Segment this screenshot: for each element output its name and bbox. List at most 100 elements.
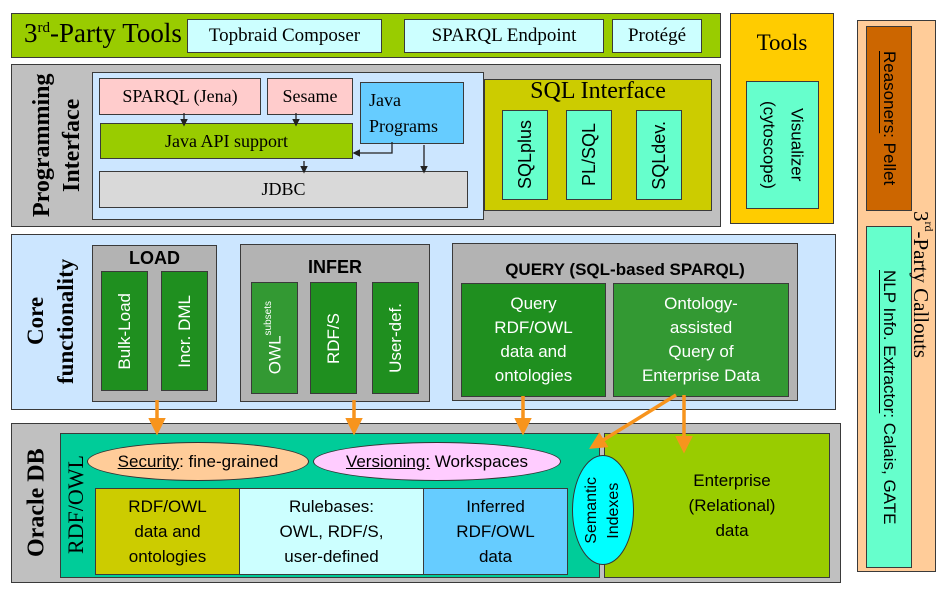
query-title: QUERY (SQL-based SPARQL) bbox=[505, 260, 745, 279]
security-label: Security bbox=[117, 451, 180, 471]
visualizer-line2: (cytoscope) bbox=[759, 101, 779, 189]
core-label-line1: Core bbox=[23, 296, 48, 346]
tool-topbraid-composer[interactable]: Topbraid Composer bbox=[187, 19, 382, 53]
callouts-title-prefix: 3 bbox=[909, 211, 933, 222]
e-l1: Enterprise bbox=[693, 471, 771, 490]
d-l3: ontologies bbox=[128, 547, 207, 566]
q2-l1: Ontology- bbox=[664, 294, 738, 313]
q1-l2: RDF/OWL bbox=[494, 318, 573, 337]
oracle-db-label: Oracle DB bbox=[23, 448, 50, 558]
plsql-box[interactable]: PL/SQL bbox=[566, 110, 612, 200]
tools-panel: Tools Visualizer (cytoscope) bbox=[730, 13, 834, 224]
load-title: LOAD bbox=[129, 248, 180, 268]
rdfs-box[interactable]: RDF/S bbox=[310, 282, 357, 394]
rdf-owl-data-box[interactable]: RDF/OWL data and ontologies bbox=[95, 488, 240, 575]
plsql-label: PL/SQL bbox=[578, 123, 599, 187]
rulebases-box[interactable]: Rulebases: OWL, RDF/S, user-defined bbox=[239, 488, 424, 575]
incr-dml-label: Incr. DML bbox=[174, 294, 194, 368]
sqlplus-box[interactable]: SQLplus bbox=[502, 110, 548, 200]
bulk-load-label: Bulk-Load bbox=[114, 292, 134, 370]
callouts-title: 3rd-Party Callouts bbox=[909, 211, 936, 359]
q1-l3: data and bbox=[500, 342, 567, 361]
q1-l4: ontologies bbox=[494, 366, 573, 385]
i-l1: Inferred bbox=[466, 497, 525, 516]
versioning-ellipse[interactable]: Versioning: Workspaces bbox=[313, 442, 561, 481]
nlp-value: : Calais, GATE bbox=[880, 413, 899, 525]
security-value: : fine-grained bbox=[179, 451, 279, 471]
si-line1: Semantic bbox=[583, 476, 600, 544]
enterprise-relational-data-box[interactable]: Enterprise (Relational) data bbox=[604, 433, 830, 578]
java-api-group: SPARQL (Jena) Sesame Java Programs Java … bbox=[92, 72, 484, 220]
owl-label: OWL bbox=[265, 335, 285, 375]
sparql-jena-box[interactable]: SPARQL (Jena) bbox=[99, 78, 261, 115]
java-programs-box[interactable]: Java Programs bbox=[360, 82, 464, 144]
label-line2: Interface bbox=[59, 98, 85, 192]
i-l2: RDF/OWL bbox=[456, 522, 535, 541]
core-label-line2: functionality bbox=[53, 258, 78, 384]
incr-dml-box[interactable]: Incr. DML bbox=[161, 271, 208, 391]
callouts-title-suffix: -Party Callouts bbox=[909, 231, 933, 359]
title-suffix: -Party Tools bbox=[50, 18, 182, 48]
rdfs-label: RDF/S bbox=[323, 312, 343, 364]
callouts-title-sup: rd bbox=[922, 221, 936, 232]
security-ellipse[interactable]: Security: fine-grained bbox=[87, 442, 309, 481]
rdf-owl-label: RDF/OWL bbox=[63, 455, 88, 555]
java-api-support-box[interactable]: Java API support bbox=[100, 123, 353, 159]
sqlplus-label: SQLplus bbox=[514, 120, 535, 190]
sqldev-label: SQLdev. bbox=[648, 120, 669, 190]
infer-group: INFER OWLsubsets RDF/S User-def. bbox=[240, 244, 430, 402]
versioning-label: Versioning: bbox=[345, 451, 431, 471]
tools-title: Tools bbox=[756, 30, 808, 55]
e-l3: data bbox=[715, 521, 749, 540]
d-l2: data and bbox=[134, 522, 201, 541]
title-prefix: 3 bbox=[24, 18, 38, 48]
tool-sparql-endpoint[interactable]: SPARQL Endpoint bbox=[404, 19, 604, 53]
sqldev-box[interactable]: SQLdev. bbox=[636, 110, 682, 200]
sesame-box[interactable]: Sesame bbox=[267, 78, 353, 115]
rdf-owl-store: RDF/OWL Security: fine-grained Versionin… bbox=[60, 433, 600, 578]
i-l3: data bbox=[478, 547, 513, 566]
third-party-tools-title: 3rd-Party Tools bbox=[24, 18, 182, 49]
third-party-tools-bar: 3rd-Party Tools Topbraid Composer SPARQL… bbox=[11, 13, 721, 58]
jdbc-box[interactable]: JDBC bbox=[99, 171, 468, 208]
label-line1: Programming bbox=[29, 73, 55, 217]
semantic-indexes-ellipse[interactable]: Semantic Indexes bbox=[572, 455, 634, 565]
r-l1: Rulebases: bbox=[288, 497, 375, 516]
reasoners-label: Reasoners bbox=[880, 51, 899, 134]
nlp-extractor-box[interactable]: NLP Info. Extractor: Calais, GATE bbox=[866, 226, 912, 568]
d-l1: RDF/OWL bbox=[128, 497, 207, 516]
si-line2: Indexes bbox=[605, 481, 622, 539]
user-def-label: User-def. bbox=[385, 303, 405, 373]
sql-interface-group: SQL Interface SQLplus PL/SQL SQLdev. bbox=[484, 78, 712, 211]
r-l2: OWL, RDF/S, bbox=[279, 522, 384, 541]
sql-interface-title: SQL Interface bbox=[530, 78, 666, 104]
user-def-box[interactable]: User-def. bbox=[372, 282, 419, 394]
owl-subsets-box[interactable]: OWLsubsets bbox=[251, 282, 298, 394]
versioning-value: Workspaces bbox=[430, 451, 529, 471]
visualizer-line1: Visualizer bbox=[787, 108, 807, 182]
nlp-label: NLP Info. Extractor bbox=[880, 269, 899, 414]
q2-l3: Query of bbox=[668, 342, 734, 361]
r-l3: user-defined bbox=[284, 547, 379, 566]
load-group: LOAD Bulk-Load Incr. DML bbox=[92, 245, 217, 402]
infer-title: INFER bbox=[308, 257, 362, 277]
bulk-load-box[interactable]: Bulk-Load bbox=[101, 271, 148, 391]
q2-l4: Enterprise Data bbox=[641, 366, 761, 385]
tool-protege[interactable]: Protégé bbox=[612, 19, 702, 53]
reasoners-box[interactable]: Reasoners: Pellet bbox=[866, 26, 912, 211]
q2-l2: assisted bbox=[669, 318, 733, 337]
owl-sup: subsets bbox=[263, 301, 275, 336]
q1-l1: Query bbox=[510, 294, 557, 313]
title-sup: rd bbox=[37, 20, 51, 36]
reasoners-value: : Pellet bbox=[880, 133, 899, 186]
e-l2: (Relational) bbox=[688, 496, 776, 515]
visualizer-box[interactable]: Visualizer (cytoscope) bbox=[746, 81, 819, 209]
